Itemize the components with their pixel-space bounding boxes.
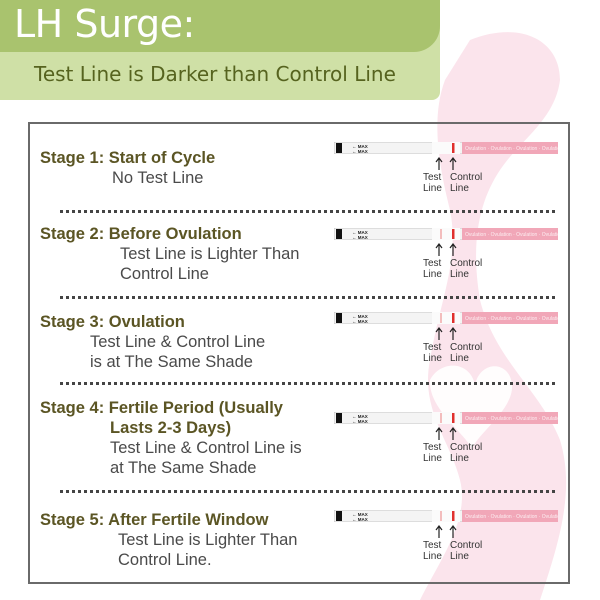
up-arrow-icon xyxy=(435,327,457,340)
stage-4: Stage 4: Fertile Period (Usually Lasts 2… xyxy=(40,398,302,478)
svg-text:Ovulation · Ovulation · Ovulat: Ovulation · Ovulation · Ovulation · Ovul… xyxy=(465,316,558,322)
svg-text:Ovulation · Ovulation · Ovulat: Ovulation · Ovulation · Ovulation · Ovul… xyxy=(465,514,558,520)
up-arrow-icon xyxy=(435,157,457,170)
stage-title: Stage 5: After Fertile Window xyxy=(40,511,269,529)
stage-title: Stage 1: Start of Cycle xyxy=(40,149,216,167)
stage-title: Stage 4: Fertile Period (Usually xyxy=(40,399,283,417)
up-arrow-icon xyxy=(435,525,457,538)
svg-text:Ovulation · Ovulation · Ovulat: Ovulation · Ovulation · Ovulation · Ovul… xyxy=(465,416,558,422)
test-strip: ← MAX← MAX Ovulation · Ovulation · Ovulat… xyxy=(334,142,558,154)
svg-text:← MAX: ← MAX xyxy=(352,512,368,517)
stage-desc-line: is at The Same Shade xyxy=(90,353,253,371)
stage-5: Stage 5: After Fertile Window Test Line … xyxy=(40,510,297,570)
svg-text:← MAX: ← MAX xyxy=(352,419,368,424)
stage-2: Stage 2: Before Ovulation Test Line is L… xyxy=(40,224,299,284)
svg-text:← MAX: ← MAX xyxy=(352,230,368,235)
stage-divider xyxy=(60,490,555,493)
stage-title-continued: Lasts 2-3 Days) xyxy=(110,419,232,437)
stage-divider xyxy=(60,210,555,213)
stage-desc-line: Control Line. xyxy=(118,551,212,569)
svg-text:Ovulation · Ovulation · Ovulat: Ovulation · Ovulation · Ovulation · Ovul… xyxy=(465,146,558,152)
header-title-band: LH Surge: xyxy=(0,0,440,52)
svg-text:← MAX: ← MAX xyxy=(352,314,368,319)
svg-text:← MAX: ← MAX xyxy=(352,235,368,240)
stage-divider xyxy=(60,296,555,299)
stage-divider xyxy=(60,382,555,385)
stage-title: Stage 2: Before Ovulation xyxy=(40,225,242,243)
svg-text:← MAX: ← MAX xyxy=(352,149,368,154)
svg-text:Ovulation · Ovulation · Ovulat: Ovulation · Ovulation · Ovulation · Ovul… xyxy=(465,232,558,238)
header-banner: LH Surge: Test Line is Darker than Contr… xyxy=(0,0,440,100)
stage-desc-line: Test Line & Control Line is xyxy=(110,439,302,457)
stage-desc-line: Test Line is Lighter Than xyxy=(118,531,298,549)
stage-desc-line: Control Line xyxy=(120,265,209,283)
up-arrow-icon xyxy=(435,243,457,256)
stage-title: Stage 3: Ovulation xyxy=(40,313,185,331)
stage-desc-line: No Test Line xyxy=(112,169,204,187)
stage-desc-line: at The Same Shade xyxy=(110,459,257,477)
test-strip: ← MAX← MAX Ovulation · Ovulation · Ovulat… xyxy=(334,312,558,324)
page-title: LH Surge: xyxy=(14,2,195,46)
stage-desc-line: Test Line & Control Line xyxy=(90,333,266,351)
stage-desc-line: Test Line is Lighter Than xyxy=(120,245,300,263)
test-strip: ← MAX← MAX Ovulation · Ovulation · Ovulat… xyxy=(334,412,558,424)
svg-text:← MAX: ← MAX xyxy=(352,414,368,419)
stage-3: Stage 3: Ovulation Test Line & Control L… xyxy=(40,312,265,372)
page-subtitle: Test Line is Darker than Control Line xyxy=(34,62,396,86)
stages-panel xyxy=(28,122,570,584)
svg-text:← MAX: ← MAX xyxy=(352,144,368,149)
svg-text:← MAX: ← MAX xyxy=(352,517,368,522)
stage-1: Stage 1: Start of Cycle No Test Line xyxy=(40,148,215,188)
test-strip: ← MAX← MAX Ovulation · Ovulation · Ovulat… xyxy=(334,510,558,522)
up-arrow-icon xyxy=(435,427,457,440)
test-strip: ← MAX← MAX Ovulation · Ovulation · Ovulat… xyxy=(334,228,558,240)
svg-text:← MAX: ← MAX xyxy=(352,319,368,324)
